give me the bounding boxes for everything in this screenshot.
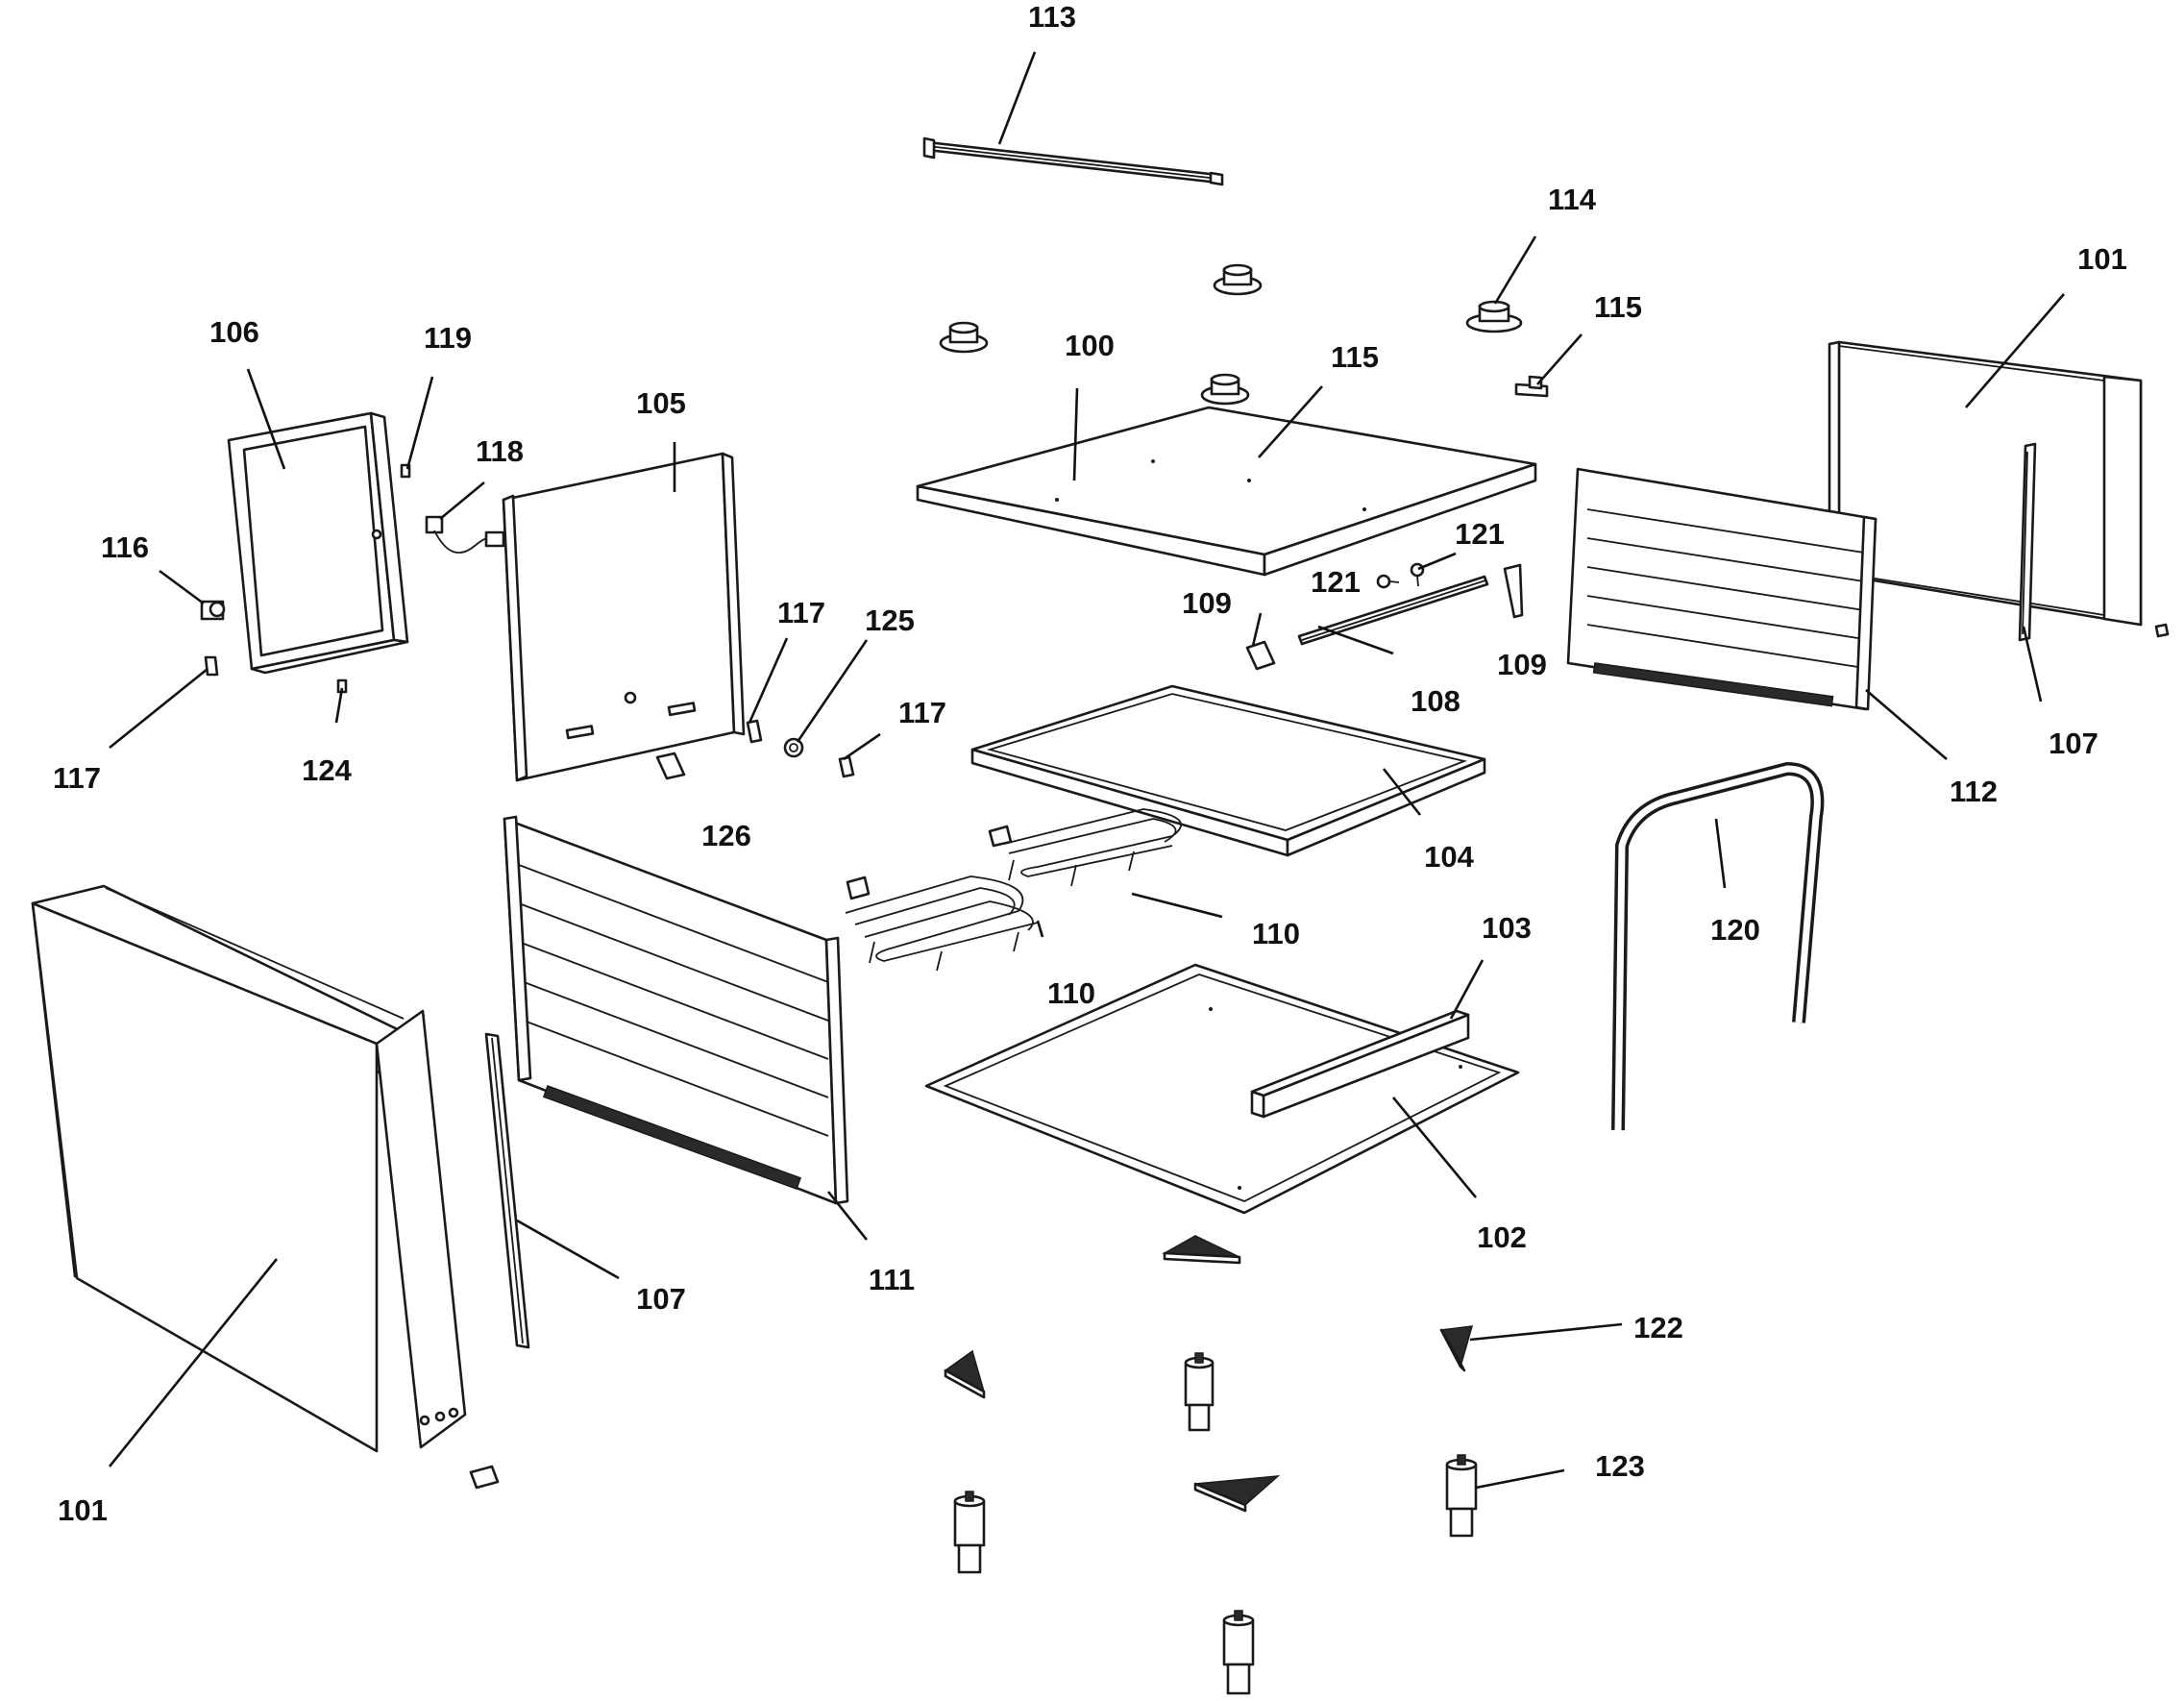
callout-126: 126	[701, 819, 751, 852]
part-109-clips	[1245, 563, 1524, 671]
part-107-rail-left	[484, 1032, 530, 1349]
callout-107-right: 107	[2049, 727, 2098, 760]
part-120-gasket	[1611, 762, 1825, 1131]
part-116-valve	[200, 600, 226, 621]
leader-lines	[108, 51, 2065, 1490]
callout-110-upper: 110	[1252, 917, 1300, 950]
callout-116: 116	[101, 530, 149, 564]
callout-115-center: 115	[1331, 340, 1379, 374]
callout-121-upper: 121	[1455, 517, 1505, 551]
callout-102: 102	[1477, 1220, 1527, 1254]
callout-111: 111	[869, 1263, 915, 1296]
part-112-rack-right	[1566, 467, 1877, 711]
callout-115-right: 115	[1594, 290, 1642, 324]
callout-107-left: 107	[636, 1282, 686, 1316]
part-122-corner-brackets	[944, 1235, 1474, 1513]
callout-110-lower: 110	[1047, 976, 1095, 1010]
callout-123: 123	[1595, 1449, 1645, 1483]
callout-101-right: 101	[2077, 242, 2127, 276]
callout-101-left: 101	[58, 1493, 108, 1527]
part-126-bracket	[655, 752, 686, 780]
callout-103: 103	[1482, 911, 1532, 945]
part-125-grommet	[783, 737, 804, 758]
part-105-side-panel	[502, 452, 746, 782]
callout-124: 124	[302, 753, 352, 787]
part-117-clip-right	[838, 755, 855, 778]
callout-100: 100	[1065, 329, 1115, 362]
part-102-bottom-pan	[924, 963, 1520, 1215]
part-118-cable	[425, 515, 505, 555]
callout-109-right: 109	[1497, 648, 1547, 681]
callout-104: 104	[1424, 840, 1474, 874]
callout-122: 122	[1633, 1311, 1683, 1344]
callout-114: 114	[1548, 183, 1597, 216]
part-110-heating-element-lower	[845, 875, 1039, 972]
callout-117-mid: 117	[898, 696, 946, 729]
callout-113: 113	[1028, 0, 1076, 34]
part-106-frame	[227, 411, 409, 675]
callout-108: 108	[1411, 684, 1460, 718]
part-111-rack-left	[503, 815, 849, 1205]
part-110-heating-element-upper	[988, 808, 1182, 887]
part-113-top-rail	[922, 136, 1224, 186]
part-small-clip-bottom	[469, 1465, 500, 1490]
part-107-rail-right	[2018, 442, 2037, 642]
part-117-clip-mid	[746, 719, 763, 744]
callout-105: 105	[636, 386, 686, 420]
callout-112: 112	[1950, 775, 1998, 808]
part-108-rail	[1297, 575, 1489, 646]
part-104-tray	[970, 684, 1486, 857]
callout-119: 119	[424, 321, 472, 355]
callout-121-lower: 121	[1311, 565, 1361, 599]
callout-120: 120	[1710, 913, 1760, 947]
callout-117-left: 117	[53, 761, 101, 795]
callout-117-upper: 117	[777, 596, 825, 629]
part-100-top-panel	[916, 406, 1537, 577]
part-117-clip-left	[204, 655, 219, 677]
part-101-right-panel	[1828, 340, 2170, 638]
part-knobs-top	[939, 263, 1523, 406]
callout-118: 118	[476, 434, 524, 468]
part-121-pins	[1376, 562, 1425, 589]
part-103-bar	[1250, 1009, 1470, 1119]
callout-109-left: 109	[1182, 586, 1232, 620]
part-119-pin	[400, 463, 411, 479]
callout-labels: 113 114 101 106 119 100 115 115 105 118 …	[53, 0, 2127, 1527]
callout-106: 106	[209, 315, 259, 349]
part-101-left-panel	[31, 884, 467, 1453]
callout-125: 125	[865, 604, 915, 637]
part-123-feet	[953, 1352, 1478, 1695]
